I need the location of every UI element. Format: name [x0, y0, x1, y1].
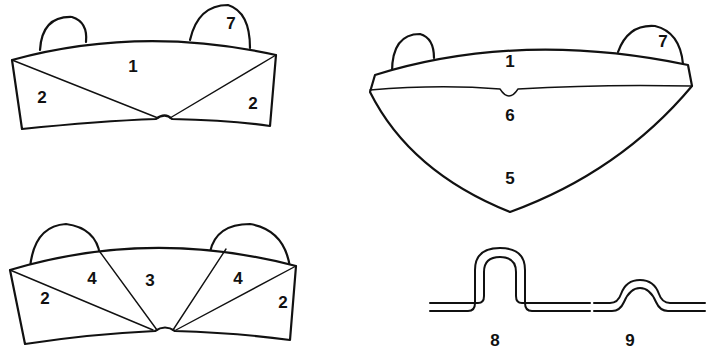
- callout-number: 2: [248, 95, 257, 112]
- callout-number: 4: [87, 270, 96, 287]
- callout-number: 3: [145, 272, 154, 289]
- callout-number: 6: [505, 107, 514, 124]
- section-line: [430, 257, 590, 303]
- shell-outline: [12, 41, 276, 129]
- callout-number: 5: [505, 170, 514, 187]
- section-line: [430, 248, 590, 311]
- lobe-outline: [40, 17, 86, 50]
- shell-outline: [10, 248, 296, 344]
- shell-outline: [370, 50, 692, 212]
- suture-line: [370, 85, 692, 96]
- callout-number: 4: [233, 270, 242, 287]
- callout-number: 7: [226, 15, 235, 32]
- callout-number: 2: [37, 89, 46, 106]
- callout-number: 2: [278, 294, 287, 311]
- callout-number: 1: [128, 58, 137, 75]
- callout-number: 1: [505, 53, 514, 70]
- section-line: [594, 288, 705, 311]
- callout-number: 2: [40, 290, 49, 307]
- division-line: [10, 249, 296, 330]
- division-line: [12, 55, 276, 118]
- callout-number: 8: [490, 332, 499, 349]
- callout-number: 7: [658, 33, 667, 50]
- lobe-outline: [190, 5, 250, 48]
- callout-number: 9: [625, 332, 634, 349]
